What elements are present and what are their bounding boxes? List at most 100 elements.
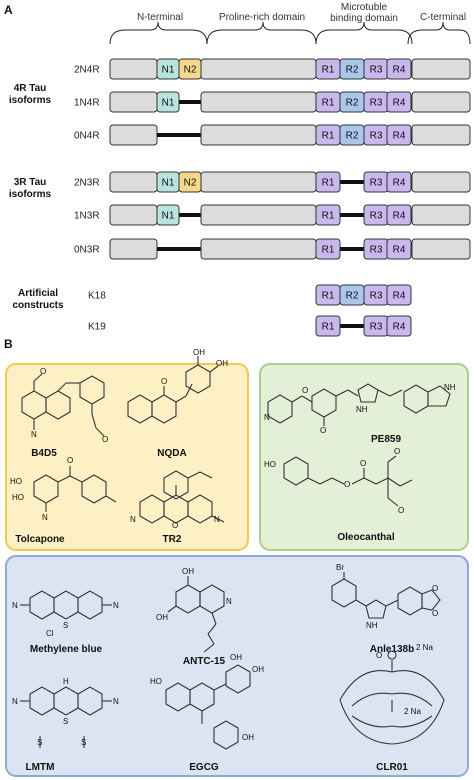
isoform-1n3r-r3-segment-label: R3 [370,211,383,222]
isoform-2n3r-n-terminal-segment [109,171,158,193]
egcg-oh-atom: OH [230,653,242,662]
isoform-2n4r-proline-segment [200,58,317,80]
isoform-2n3r-n2-segment-label: N2 [184,178,197,189]
tolcapone-structure [33,466,117,512]
clr01-structure [339,650,445,745]
lmtm-structure [20,686,112,748]
pe859-o2-atom: O [320,426,326,435]
anle138b-o-atom: O [432,584,438,593]
isoform-0n3r-label: 0N3R [74,245,100,256]
isoform-0n3r-r1-segment-label: R1 [322,245,335,256]
isoform-0n4r-r4-segment-label: R4 [393,131,406,142]
isoform-1n4r-n1-segment-label: N1 [162,98,175,109]
isoform-k18-label: K18 [88,291,106,302]
nqda-oh-atom: OH [193,348,205,357]
group-4r-line1: 4R Tau [14,83,47,94]
isoform-k19-r1-segment-label: R1 [322,322,335,333]
isoform-0n3r-n-terminal-segment [109,238,158,260]
tr2-n2-atom: N [214,515,220,524]
isoform-2n4r-n1-segment-label: N1 [162,65,175,76]
b4d5-n-atom: N [31,430,37,439]
pe859-o-atom: O [302,386,308,395]
isoform-2n4r-r2-segment-label: R2 [346,65,359,76]
antc15-oh2-atom: OH [156,613,168,622]
pe859-nh2-atom: NH [444,383,456,392]
isoform-2n3r-r3-segment-label: R3 [370,178,383,189]
lmtm-h-atom: H [63,677,69,686]
compound-pe859: PE859 [371,434,401,445]
nqda-o-atom: O [161,377,167,386]
domain-microtubule-line2: binding domain [330,13,398,24]
isoform-0n3r-c-terminal-segment [411,238,471,260]
oleocanthal-structure [283,455,413,507]
antc15-n-atom: N [226,597,232,606]
tr2-o-atom: O [172,521,178,530]
egcg-oh3-atom: OH [242,733,254,742]
isoform-k19-label: K19 [88,322,106,333]
lmtm-s2-atom: S [37,738,42,747]
isoform-1n3r-n1-segment-label: N1 [162,211,175,222]
antc15-structure [167,576,225,653]
isoform-2n3r-n1-segment-label: N1 [162,178,175,189]
clr01-na-atom: 2 Na [416,643,433,652]
oleocanthal-o4-atom: O [398,506,404,515]
nqda-structure [127,356,219,424]
compound-tr2: TR2 [163,534,182,545]
isoform-0n3r-proline-segment [200,238,317,260]
isoform-1n3r-proline-segment [200,204,317,226]
isoform-0n4r-r2-segment-label: R2 [346,131,359,142]
b4d5-oh-atom: O [102,435,108,444]
oleocanthal-o3-atom: O [394,447,400,456]
isoform-2n3r-r4-segment [386,171,412,193]
group-artificial-line2: constructs [12,300,64,311]
isoform-2n3r-r1-segment-label: R1 [322,178,335,189]
group-artificial-line1: Artificial [18,288,58,299]
panel-green [259,363,469,551]
pe859-nh-atom: NH [356,405,368,414]
lmtm-n-atom: N [12,697,18,706]
isoform-1n4r-r4-segment-label: R4 [393,98,406,109]
isoform-0n4r-r3-segment-label: R3 [370,131,383,142]
anle138b-o2-atom: O [432,609,438,618]
isoform-2n4r-r4-segment [386,58,412,80]
isoform-2n4r-r4-segment-label: R4 [393,65,406,76]
lmtm-s3-atom: S [81,738,86,747]
compound-tolcapone: Tolcapone [15,534,65,545]
isoform-k18-r3-segment-label: R3 [370,291,383,302]
isoform-k18-r2-segment-label: R2 [346,291,359,302]
isoform-2n4r-c-terminal-segment [411,58,471,80]
compound-anle138b: Anle138b [370,644,414,655]
egcg-ho-atom: HO [150,677,162,686]
isoform-0n4r-c-terminal-segment [411,124,471,146]
panel-b-label: B [4,337,13,351]
isoform-k18-r4-segment-label: R4 [393,291,406,302]
methylene-blue-n-atom: N [12,601,18,610]
compound-antc15: ANTC-15 [183,656,226,667]
clr01-na2-atom: 2 Na [404,707,421,716]
nqda-oh2-atom: OH [216,359,228,368]
isoform-1n3r-c-terminal-segment [411,204,471,226]
oleocanthal-ho-atom: HO [264,460,276,469]
isoform-1n4r-r2-segment-label: R2 [346,98,359,109]
isoform-0n4r-n-terminal-segment [109,124,158,146]
isoform-2n3r-proline-segment [200,171,317,193]
isoform-0n4r-proline-segment [200,124,317,146]
isoform-k18-r1-segment-label: R1 [322,291,335,302]
oleocanthal-o2-atom: O [360,459,366,468]
isoform-k19-r3-segment-label: R3 [370,322,383,333]
lmtm-s-atom: S [63,717,68,726]
egcg-oh2-atom: OH [252,665,264,674]
isoform-1n3r-r4-segment-label: R4 [393,211,406,222]
compound-lmtm: LMTM [26,762,55,773]
compound-b4d5: B4D5 [31,448,57,459]
isoform-k19-r4-segment-label: R4 [393,322,406,333]
clr01-o-atom: O [376,651,382,660]
domain-proline: Proline-rich domain [219,12,305,23]
isoform-1n4r-r1-segment-label: R1 [322,98,335,109]
isoform-2n4r-label: 2N4R [74,65,100,76]
tolcapone-o-atom: O [67,456,73,465]
methylene-blue-cl-atom: Cl [46,629,54,638]
isoform-k18-r4-segment [386,284,412,306]
methylene-blue-structure [20,590,112,620]
tr2-n-atom: N [130,515,136,524]
